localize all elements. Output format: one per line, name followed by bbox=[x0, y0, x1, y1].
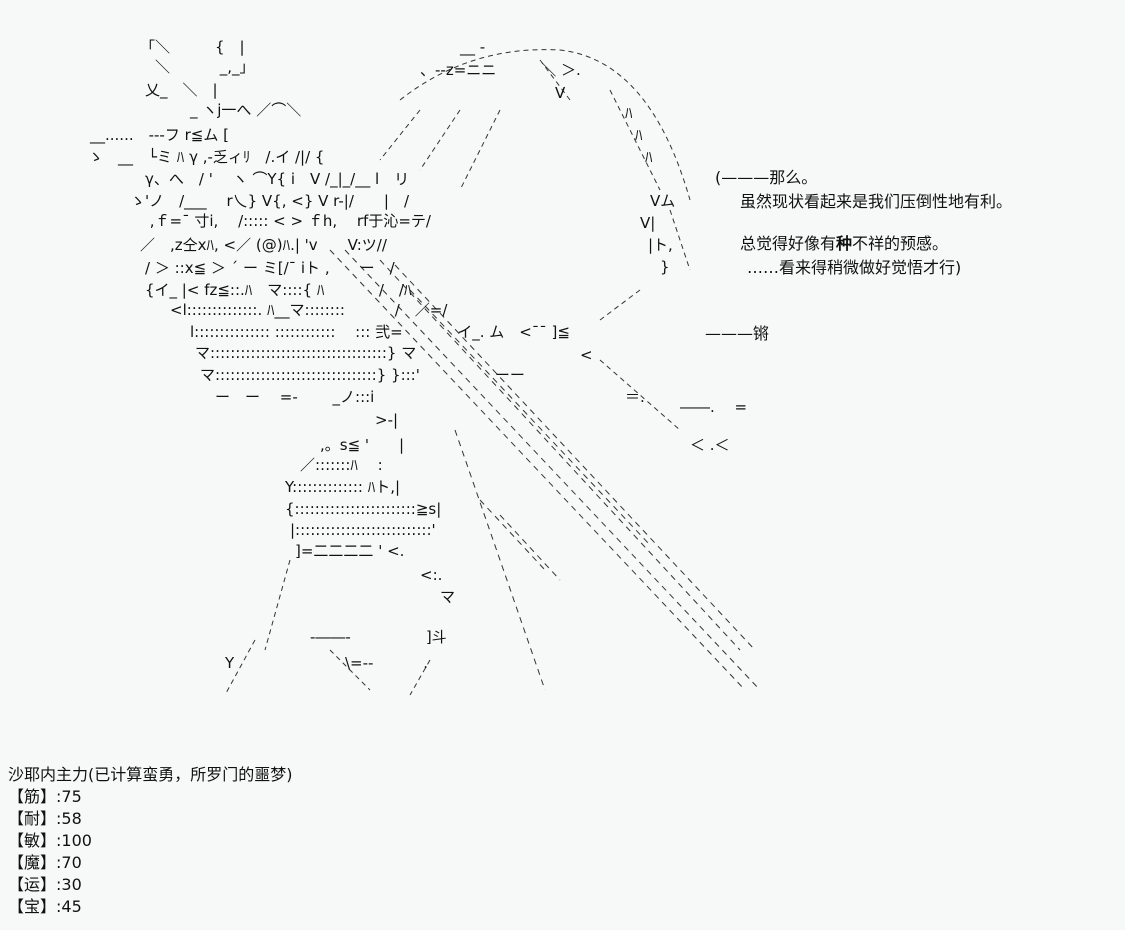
dialogue-line-3: 总觉得好像有种不祥的预感。 bbox=[740, 234, 948, 254]
stats-block: 沙耶内主力(已计算蛮勇，所罗门的噩梦) 【筋】:75 【耐】:58 【敏】:10… bbox=[8, 764, 293, 918]
stat-value: :58 bbox=[56, 809, 82, 828]
stat-label: 【宝】 bbox=[8, 897, 57, 916]
svg-text:ﾊ: ﾊ bbox=[645, 148, 653, 166]
sword-streak-lines bbox=[329, 249, 761, 691]
svg-text:「＼ { |: 「＼ { | bbox=[140, 38, 245, 56]
svg-text:＜ .＜: ＜ .＜ bbox=[690, 436, 730, 454]
svg-text:γ、へ / ' ヽ ⌒Y{ i V /_|_/__ l リ: γ、へ / ' ヽ ⌒Y{ i V /_|_/__ l リ bbox=[145, 170, 409, 189]
svg-text:V|: V| bbox=[640, 214, 655, 232]
svg-text:/ ＞ ::x≦ ＞ ´ ー ミ[/¯ iト , ー /: / ＞ ::x≦ ＞ ´ ー ミ[/¯ iト , ー / bbox=[145, 259, 396, 277]
svg-text:＼ _,_」: ＼ _,_」 bbox=[140, 58, 255, 77]
svg-text:Y:::::::::::::: ﾊト,|: Y:::::::::::::: ﾊト,| bbox=[284, 478, 400, 496]
svg-text:マ:::::::::::::::::::::::::::::: マ:::::::::::::::::::::::::::::::::::} マ bbox=[195, 344, 416, 362]
svg-text:マ:::::::::::::::::::::::::::::: マ::::::::::::::::::::::::::::::::} }:::'… bbox=[200, 366, 525, 384]
svg-text:乂_ ＼ |: 乂_ ＼ | bbox=[145, 81, 218, 100]
stat-label: 【运】 bbox=[8, 875, 57, 894]
svg-text:\=-- .: \=-- . bbox=[345, 654, 428, 672]
dialogue-line-3-post: 不祥的预感。 bbox=[852, 234, 949, 253]
ascii-glyph-fragments: 「＼ { | ＼ _,_」 乂_ ＼ | _ ヽj一へ ／⌒＼ __......… bbox=[88, 38, 747, 672]
stat-label: 【魔】 bbox=[8, 853, 57, 872]
sound-effect: ———锵 bbox=[705, 324, 770, 343]
dialogue-line-3-emph: 种 bbox=[836, 234, 853, 253]
svg-text:-――- ]斗: -――- ]斗 bbox=[310, 628, 447, 646]
svg-text:<:.: <:. bbox=[420, 566, 442, 584]
svg-text:__...... ---フ r≦ム [: __...... ---フ r≦ム [ bbox=[89, 126, 229, 145]
ascii-art-illustration: 「＼ { | ＼ _,_」 乂_ ＼ | _ ヽj一へ ／⌒＼ __......… bbox=[88, 38, 761, 696]
svg-text:_ ヽj一へ ／⌒＼: _ ヽj一へ ／⌒＼ bbox=[189, 101, 301, 120]
stat-row: 【筋】:75 bbox=[8, 786, 293, 808]
svg-text:l::::::::::::::: ::::::::::::: l::::::::::::::: :::::::::::: ::: 弐= イ_.… bbox=[190, 323, 570, 342]
stat-label: 【敏】 bbox=[8, 831, 57, 850]
stat-value: :45 bbox=[56, 897, 82, 916]
svg-text:ﾊ: ﾊ bbox=[625, 104, 633, 122]
svg-text:,ｆ=¯ 寸i, /::::: < > ｆh, rf于沁: ,ｆ=¯ 寸i, /::::: < > ｆh, rf于沁=テ/ bbox=[130, 212, 432, 230]
stat-value: :100 bbox=[56, 831, 92, 850]
svg-text:マ: マ bbox=[440, 588, 455, 606]
stat-value: :75 bbox=[56, 787, 82, 806]
stat-row: 【敏】:100 bbox=[8, 830, 293, 852]
svg-text:|:::::::::::::::::::::::::::': |:::::::::::::::::::::::::::' bbox=[290, 521, 436, 539]
svg-text:<: < bbox=[580, 346, 593, 364]
svg-text:Y: Y bbox=[224, 654, 235, 672]
svg-text:__ -: __ - bbox=[415, 38, 485, 57]
svg-text:――. =: ――. = bbox=[680, 398, 747, 416]
svg-text:>-|: >-| bbox=[375, 411, 398, 429]
svg-text:|ト,: |ト, bbox=[648, 236, 673, 254]
svg-text:]=二二二二 ' <.: ]=二二二二 ' <. bbox=[295, 542, 404, 560]
svg-text:{::::::::::::::::::::::::≧s|: {::::::::::::::::::::::::≧s| bbox=[285, 500, 441, 518]
dialogue-line-1: (———那么。 bbox=[715, 168, 818, 187]
svg-text:}: } bbox=[660, 258, 670, 276]
svg-text:、--z=ニニ ＼ ＞.: 、--z=ニニ ＼ ＞. bbox=[420, 61, 581, 79]
stat-label: 【筋】 bbox=[8, 787, 57, 806]
svg-text:ゝ'ノ /___ r乀} V{, <} V r-|/ |: ゝ'ノ /___ r乀} V{, <} V r-|/ | / bbox=[130, 192, 410, 211]
dialogue-line-2: 虽然现状看起来是我们压倒性地有利。 bbox=[740, 192, 1013, 211]
svg-text:／:::::::ﾊ :: ／:::::::ﾊ : bbox=[300, 456, 383, 474]
stat-value: :30 bbox=[56, 875, 82, 894]
stat-value: :70 bbox=[56, 853, 82, 872]
stats-title: 沙耶内主力(已计算蛮勇，所罗门的噩梦) bbox=[8, 765, 293, 784]
stat-row: 【运】:30 bbox=[8, 874, 293, 896]
stat-row: 【魔】:70 bbox=[8, 852, 293, 874]
hair-strokes bbox=[224, 49, 691, 696]
stat-row: 【宝】:45 bbox=[8, 896, 293, 918]
dialogue-line-3-pre: 总觉得好像有 bbox=[740, 234, 837, 253]
svg-text:Vム: Vム bbox=[650, 192, 675, 210]
svg-text:ゝ __ └ミ ﾊ γ ,-乏ィﾘ /.イ /|/ {: ゝ __ └ミ ﾊ γ ,-乏ィﾘ /.イ /|/ { bbox=[88, 147, 324, 167]
svg-text:ﾊ: ﾊ bbox=[635, 126, 643, 144]
svg-text:,。s≦ ' |: ,。s≦ ' | bbox=[320, 436, 404, 454]
dialogue-line-4: ……看来得稍微做好觉悟才行) bbox=[747, 258, 962, 277]
svg-text:{イ_ |< fz≦::.ﾊ マ::::{ ﾊ /: {イ_ |< fz≦::.ﾊ マ::::{ ﾊ / /ﾊ bbox=[145, 281, 412, 300]
svg-text:ー ー =- _ノ:::i: ー ー =- _ノ:::i bbox=[215, 388, 374, 407]
svg-text:＝.: ＝. bbox=[625, 388, 645, 406]
svg-text:V: V bbox=[555, 84, 566, 102]
svg-text:／ ,z仝xﾊ, <／ (@)ﾊ.| 'v V:ツ//: ／ ,z仝xﾊ, <／ (@)ﾊ.| 'v V:ツ// bbox=[140, 236, 388, 254]
stat-label: 【耐】 bbox=[8, 809, 57, 828]
stat-row: 【耐】:58 bbox=[8, 808, 293, 830]
svg-text:<l::::::::::::::. ﾊ__マ::::::::: <l::::::::::::::. ﾊ__マ:::::::: / ／=/ bbox=[170, 301, 448, 320]
